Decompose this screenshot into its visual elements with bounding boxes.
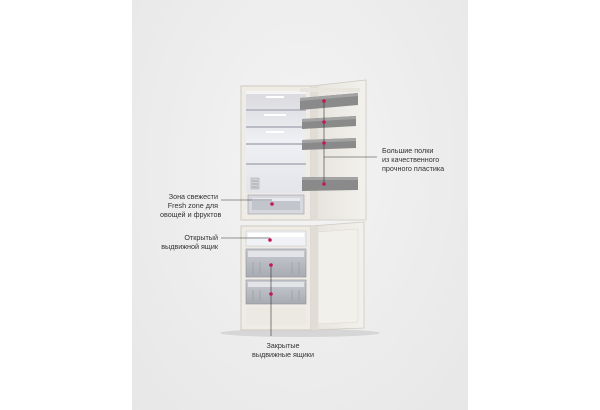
lower-compartment: [240, 225, 312, 331]
door-shelf: [302, 116, 356, 129]
lower-door: [310, 221, 365, 331]
closed-drawer: [245, 279, 307, 305]
upper-compartment: [240, 85, 312, 221]
callout-line: из качественного: [382, 155, 440, 164]
closed-drawer: [245, 248, 307, 278]
callout-line: Большие полки: [382, 146, 434, 155]
callout-line: Закрытые: [266, 341, 300, 350]
callout-line: прочного пластика: [382, 164, 445, 173]
door-shelf: [302, 138, 356, 150]
interior-shelf: [246, 109, 306, 165]
callout-fresh-zone: Зона свежести Fresh zone для овощей и фр…: [160, 192, 222, 219]
callout-line: выдвижной ящик: [161, 242, 218, 251]
door-shelf: [302, 177, 358, 191]
callout-line: выдвижные ящики: [252, 350, 314, 359]
callout-big-shelves: Большие полки из качественного прочного …: [382, 146, 444, 173]
callout-open-drawer: Открытый выдвижной ящик: [160, 233, 218, 251]
callout-line: Fresh zone для: [167, 201, 218, 210]
callout-closed-drawers: Закрытые выдвижные ящики: [238, 341, 328, 359]
control-panel: [250, 177, 260, 190]
callout-line: овощей и фруктов: [160, 210, 222, 219]
door-shelf: [300, 93, 358, 110]
marker-dot-icon: [268, 99, 326, 296]
fresh-zone-drawer: [247, 194, 305, 215]
fridge-shadow: [220, 329, 380, 337]
open-drawer: [245, 230, 307, 247]
callout-line: Зона свежести: [168, 192, 218, 201]
interior-light: [264, 96, 286, 133]
callout-line: Открытый: [184, 233, 218, 242]
